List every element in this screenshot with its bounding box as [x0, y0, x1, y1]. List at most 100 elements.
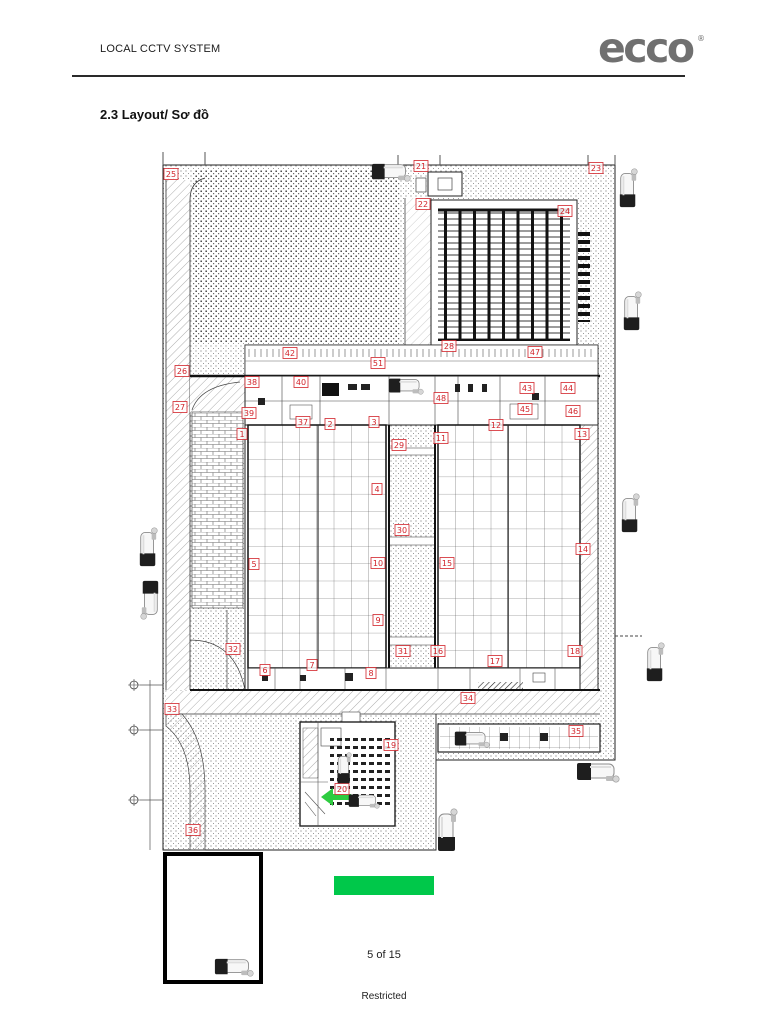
camera-number: 30 — [397, 526, 407, 535]
camera-number: 3 — [371, 418, 376, 427]
camera-marker-box — [560, 382, 576, 394]
factory-hall-2 — [437, 424, 581, 669]
camera-marker-box — [365, 667, 377, 679]
camera-marker: 38 — [244, 376, 260, 388]
camera-marker-box — [439, 557, 455, 569]
camera-marker-box — [519, 382, 535, 394]
camera-marker: 20 — [334, 783, 350, 795]
camera-number: 36 — [188, 826, 198, 835]
camera-marker: 18 — [567, 645, 583, 657]
camera-number: 8 — [368, 669, 373, 678]
camera-marker: 8 — [365, 667, 377, 679]
camera-marker-box — [557, 205, 573, 217]
camera-marker-box — [164, 703, 180, 715]
south-west-road — [165, 713, 206, 851]
camera-marker: 23 — [588, 162, 604, 174]
camera-marker: 35 — [568, 725, 584, 737]
camera-marker-box — [527, 346, 543, 358]
camera-number: 39 — [244, 409, 254, 418]
cctv-camera-icon — [139, 527, 158, 567]
camera-number: 14 — [578, 545, 588, 554]
camera-number: 15 — [442, 559, 452, 568]
camera-number: 44 — [563, 384, 573, 393]
camera-marker: 7 — [306, 659, 318, 671]
camera-number: 28 — [444, 342, 454, 351]
grid-reference-icon — [128, 679, 140, 691]
camera-number: 34 — [463, 694, 473, 703]
camera-marker-box — [487, 655, 503, 667]
camera-marker: 32 — [225, 643, 241, 655]
left-landscape — [189, 345, 246, 700]
camera-marker-box — [488, 419, 504, 431]
camera-number: 32 — [228, 645, 238, 654]
grid-reference-icon — [128, 724, 140, 736]
camera-marker: 19 — [383, 739, 399, 751]
cctv-camera-icon — [576, 762, 620, 783]
camera-marker: 21 — [413, 160, 429, 172]
camera-marker-box — [368, 416, 380, 428]
camera-marker: 48 — [433, 392, 449, 404]
camera-marker: 25 — [163, 168, 179, 180]
camera-marker: 47 — [527, 346, 543, 358]
camera-marker-box — [575, 543, 591, 555]
camera-number: 19 — [386, 741, 396, 750]
camera-marker: 11 — [433, 432, 449, 444]
camera-number: 17 — [490, 657, 500, 666]
camera-marker: 34 — [460, 692, 476, 704]
camera-marker: 22 — [415, 198, 431, 210]
camera-marker-box — [334, 783, 350, 795]
camera-marker-box — [172, 401, 188, 413]
left-perimeter-road — [165, 177, 206, 690]
camera-number: 42 — [285, 349, 295, 358]
camera-marker: 14 — [575, 543, 591, 555]
camera-marker-box — [306, 659, 318, 671]
camera-marker: 27 — [172, 401, 188, 413]
camera-number: 24 — [560, 207, 570, 216]
camera-marker: 39 — [241, 407, 257, 419]
camera-marker-box — [225, 643, 241, 655]
camera-marker-box — [433, 432, 449, 444]
camera-marker: 45 — [517, 403, 533, 415]
camera-marker-box — [370, 357, 386, 369]
camera-marker-box — [185, 824, 201, 836]
camera-marker-box — [517, 403, 533, 415]
green-arrow-icon — [321, 788, 351, 806]
cctv-camera-icon — [437, 808, 458, 852]
camera-marker-box — [324, 418, 336, 430]
grid-reference-icon — [128, 794, 140, 806]
camera-marker-box — [163, 168, 179, 180]
gatehouse — [415, 171, 463, 197]
camera-marker: 6 — [259, 664, 271, 676]
camera-marker-box — [565, 405, 581, 417]
camera-number: 27 — [175, 403, 185, 412]
camera-number: 23 — [591, 164, 601, 173]
camera-marker-box — [383, 739, 399, 751]
camera-marker: 43 — [519, 382, 535, 394]
camera-number: 43 — [522, 384, 532, 393]
cctv-camera-icon — [646, 642, 665, 682]
section-number: 2.3 — [100, 107, 119, 122]
main-factory-building — [190, 344, 600, 691]
green-highlight-bar — [334, 876, 434, 895]
factory-hall-1 — [247, 424, 387, 669]
camera-number: 47 — [530, 348, 540, 357]
camera-marker: 42 — [282, 347, 298, 359]
camera-marker-box — [236, 428, 248, 440]
camera-marker-box — [394, 524, 410, 536]
camera-marker-box — [282, 347, 298, 359]
camera-number: 35 — [571, 727, 581, 736]
south-road — [166, 691, 600, 715]
camera-marker: 36 — [185, 824, 201, 836]
camera-marker: 46 — [565, 405, 581, 417]
camera-marker: 26 — [174, 365, 190, 377]
camera-marker-box — [248, 558, 260, 570]
section-title: Layout/ Sơ đồ — [121, 107, 209, 122]
camera-marker-box — [415, 198, 431, 210]
parking-shed — [430, 199, 578, 346]
grid-reference-markers — [128, 679, 163, 850]
camera-number: 48 — [436, 394, 446, 403]
camera-marker-box — [433, 392, 449, 404]
camera-number: 2 — [327, 420, 332, 429]
bicycle-racks — [578, 232, 590, 322]
